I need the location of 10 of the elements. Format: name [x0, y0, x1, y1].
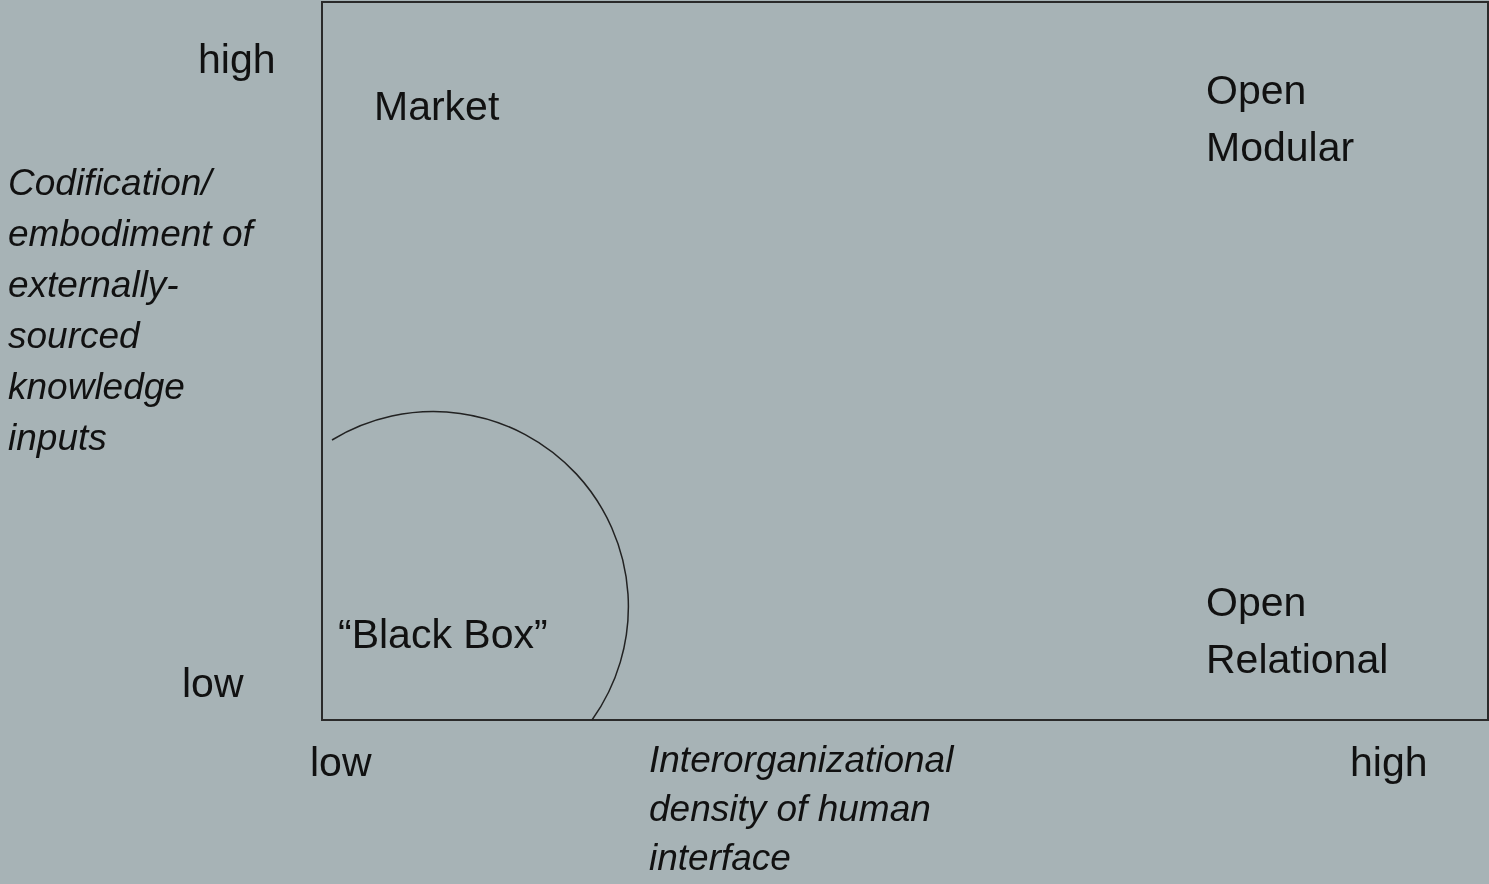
- matrix-label: low: [182, 659, 245, 708]
- matrix-label: low: [310, 738, 373, 787]
- matrix-label: Open Modular: [1206, 66, 1356, 172]
- matrix-label: Market: [374, 82, 501, 131]
- matrix-label: Open Relational: [1206, 578, 1390, 684]
- matrix-label: “Black Box”: [338, 610, 549, 659]
- axis-title: Interorganizational density of human interface: [649, 738, 956, 880]
- axis-title: Codification/ embodiment of externally-sourced knowledge inputs: [8, 157, 280, 463]
- matrix-label: high: [1350, 738, 1429, 787]
- matrix-label: high: [198, 35, 277, 84]
